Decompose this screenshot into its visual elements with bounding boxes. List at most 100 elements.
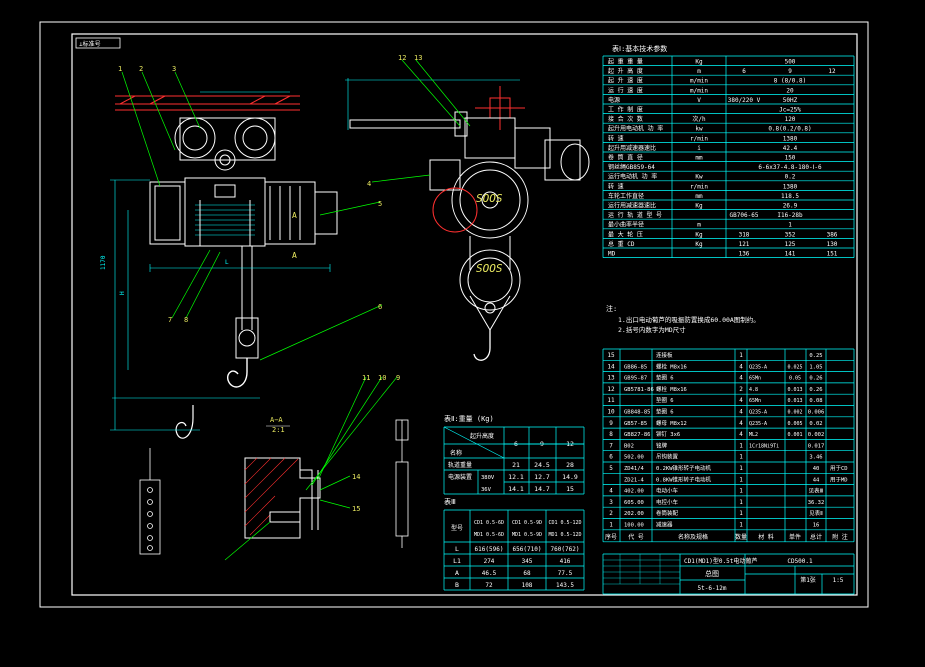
table1-param-name: 钢丝绳GB859-64	[608, 163, 655, 171]
table3-cell: 77.5	[558, 570, 573, 577]
table3-cell: 345	[522, 558, 533, 565]
bom-no: 3	[609, 499, 613, 506]
table2-cell: 12.7	[534, 473, 550, 481]
table1-unit: m	[697, 68, 701, 75]
table1-value: 130	[827, 241, 838, 248]
table1-value: 125	[785, 241, 796, 248]
table1-value: 352	[785, 231, 796, 238]
bom-name: 垫圈 6	[656, 408, 674, 416]
table1-param-name: 运行用减速器速比	[608, 202, 656, 210]
table1-value: 50HZ	[783, 97, 798, 104]
balloon-5: 5	[378, 200, 382, 208]
table3-cell: 68	[523, 570, 531, 577]
bom-unit-weight: 0.002	[787, 410, 802, 416]
bom-name: 0.8KW锥形转子电动机	[656, 475, 712, 483]
bom-material: ML2	[749, 432, 758, 438]
table1-value: 120	[785, 116, 796, 123]
bom-code: GB57-85	[624, 421, 647, 427]
bom-total-weight: 见表Ⅲ	[809, 487, 824, 495]
bom-name: 吊钩装置	[656, 453, 679, 461]
table3-cell: 616(596)	[475, 546, 504, 553]
svg-text:H: H	[119, 291, 126, 295]
table3-header: CD1 0.5-9D	[512, 520, 542, 526]
table1-unit: m	[697, 222, 701, 229]
bom-name: 垫圈 6	[656, 396, 674, 404]
table1-value: 141	[785, 251, 796, 258]
bom-code: B02	[624, 443, 634, 449]
bom-header: 序号	[605, 533, 617, 541]
bom-code: GB95-87	[624, 376, 647, 382]
balloon-2: 2	[139, 65, 143, 73]
bom-code: 402.00	[624, 489, 644, 495]
bom-name: 连接板	[656, 351, 673, 359]
table3-cell: 760(762)	[551, 546, 580, 553]
table1-param-name: 运 行 轨 道 型 号	[608, 211, 662, 219]
table2-row-name: 电源装置	[448, 473, 472, 481]
bom-no: 2	[609, 510, 613, 517]
bom-material: 65Mn	[749, 376, 761, 382]
table1-unit: Kg	[695, 59, 703, 66]
table2-cell: 14.9	[562, 473, 578, 481]
title-scale: 1:5	[833, 577, 844, 584]
bom-code: 605.00	[624, 500, 644, 506]
wheel-marking-1: SOOS	[476, 192, 503, 205]
table1-unit: 次/h	[692, 115, 706, 123]
bom-no: 10	[607, 409, 615, 416]
bom-total-weight: 36.32	[808, 500, 825, 506]
bom-material: Q235-A	[749, 364, 767, 370]
table3-cell: 72	[485, 582, 493, 589]
balloon-15: 15	[352, 505, 360, 513]
i-beam-rail	[115, 95, 300, 111]
table1-value: 1380	[783, 183, 798, 190]
bom-unit-weight: 0.001	[787, 432, 802, 438]
bom-total-weight: 3.46	[809, 455, 822, 461]
bom-qty: 1	[739, 488, 743, 495]
table1-param-name: 电源	[608, 96, 620, 104]
bom-name: 铭牌	[656, 441, 668, 449]
table1-value: I16-28b	[777, 212, 803, 219]
table2-cell: 12.1	[508, 473, 524, 481]
title-drawing-name: 总图	[705, 569, 719, 578]
bom-no: 15	[607, 352, 615, 359]
balloon-11: 11	[362, 374, 370, 382]
table1-param-name: 卷 筒 直 径	[608, 154, 643, 162]
bom-qty: 1	[739, 352, 743, 359]
stamp-box	[75, 37, 121, 49]
table1-value: GB706-65	[730, 212, 759, 219]
table1-param-name: MD	[608, 251, 616, 258]
bom-name: 螺栓 M8x16	[656, 385, 687, 393]
table3-row-name: L	[455, 545, 459, 553]
bom-unit-weight: 0.013	[787, 387, 802, 393]
bom-qty: 4	[739, 420, 743, 427]
table3-cell: 108	[522, 582, 533, 589]
table1-param-name: 运行电动机 功 率	[608, 173, 657, 181]
table3-row-name: B	[455, 581, 459, 589]
bom-material: Q235-A	[749, 421, 767, 427]
table1-value: 318	[739, 231, 750, 238]
table1-value: 6-6x37-4.8-180-Ⅰ-6	[758, 164, 822, 171]
bom-material: 4.8	[749, 387, 758, 393]
table1-param-name: 起 升 高 度	[608, 67, 643, 75]
bom-name: 卷筒装配	[656, 509, 679, 517]
balloon-7: 7	[168, 316, 172, 324]
table1-param-name: 转 速	[608, 134, 624, 142]
table1-value: 500	[785, 59, 796, 66]
bom-total-weight: 0.002	[808, 432, 825, 438]
table1-unit: Kw	[695, 174, 703, 181]
bom-code: GB86-85	[624, 364, 647, 370]
notes-title: 注:	[606, 304, 617, 313]
bom-qty: 4	[739, 431, 743, 438]
table3-header: MD1 0.5-9D	[512, 532, 542, 538]
balloon-8: 8	[184, 316, 188, 324]
bom-total-weight: 1.05	[809, 364, 822, 370]
balloon-13: 13	[414, 54, 422, 62]
table3-cell: 274	[484, 558, 495, 565]
bom-unit-weight: 0.005	[787, 421, 802, 427]
title-sheet: 第1张	[800, 576, 816, 584]
bom-qty: 4	[739, 409, 743, 416]
table1-param-name: 接 合 次 数	[608, 115, 643, 123]
bom-qty: 1	[739, 510, 743, 517]
